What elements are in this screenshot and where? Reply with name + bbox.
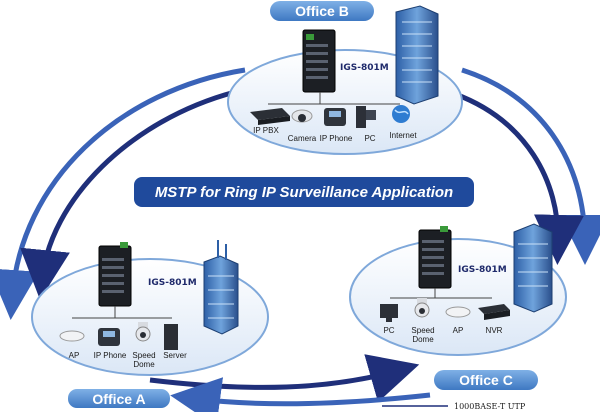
ap-icon	[59, 330, 85, 342]
device-label: IP PBX	[253, 126, 279, 135]
device-label: Camera	[288, 134, 317, 143]
camera-icon	[291, 109, 313, 123]
pc-icon	[380, 304, 398, 322]
ip-pbx-icon	[250, 108, 290, 125]
diagram-title: MSTP for Ring IP Surveillance Applicatio…	[155, 184, 453, 201]
office-b: IGS-801M IP PBX Camera IP Phone PC	[227, 1, 463, 155]
device-label: IP Phone	[320, 134, 353, 143]
office-a-switch-model: IGS-801M	[148, 278, 197, 288]
switch-icon	[302, 29, 336, 93]
speed-dome-icon	[414, 298, 430, 318]
building-icon	[395, 5, 439, 105]
device-label: PC	[383, 326, 394, 335]
ring-link-a-c-bottom	[170, 377, 431, 412]
office-c-name-badge: Office C	[434, 370, 538, 390]
internet-icon	[392, 105, 410, 123]
device-label-line: Dome	[133, 360, 155, 369]
ring-link-b-c-outer	[461, 67, 600, 265]
server-icon	[164, 324, 178, 350]
office-b-name-badge: Office B	[270, 1, 374, 21]
pc-icon	[356, 106, 376, 128]
device-label-line: Speed	[132, 351, 155, 360]
office-b-switch-model: IGS-801M	[340, 63, 389, 73]
switch-icon	[418, 226, 452, 289]
office-a-name: Office A	[92, 391, 145, 407]
nvr-icon	[478, 304, 510, 320]
office-c-name: Office C	[459, 372, 513, 388]
office-b-name: Office B	[295, 3, 349, 19]
device-label-line: Dome	[412, 335, 434, 344]
office-b-device-labels: IP PBX Camera IP Phone PC Internet	[253, 126, 417, 143]
office-a-name-badge: Office A	[68, 389, 170, 408]
title-banner: MSTP for Ring IP Surveillance Applicatio…	[134, 177, 474, 207]
ring-links	[0, 67, 600, 412]
building-icon	[513, 223, 553, 313]
ring-link-b-c-inner	[454, 91, 584, 265]
legend-label: 1000BASE-T UTP	[454, 402, 526, 411]
device-label: IP Phone	[94, 351, 127, 360]
device-label-line: Speed	[411, 326, 434, 335]
speed-dome-icon	[135, 322, 151, 342]
office-c-area	[349, 238, 567, 356]
ip-phone-icon	[98, 328, 120, 346]
ring-link-b-a-outer	[0, 67, 246, 320]
switch-icon	[98, 242, 132, 307]
building-icon	[203, 240, 239, 335]
legend: 1000BASE-T UTP	[382, 402, 526, 411]
device-label: AP	[453, 326, 464, 335]
ap-icon	[445, 306, 471, 318]
device-label: NVR	[486, 326, 503, 335]
device-label: AP	[69, 351, 80, 360]
device-label: PC	[364, 134, 375, 143]
office-c-switch-model: IGS-801M	[458, 265, 507, 275]
device-label: Internet	[389, 131, 417, 140]
ring-link-b-a-inner	[20, 89, 236, 300]
ip-phone-icon	[324, 108, 346, 126]
device-label: Server	[163, 351, 187, 360]
